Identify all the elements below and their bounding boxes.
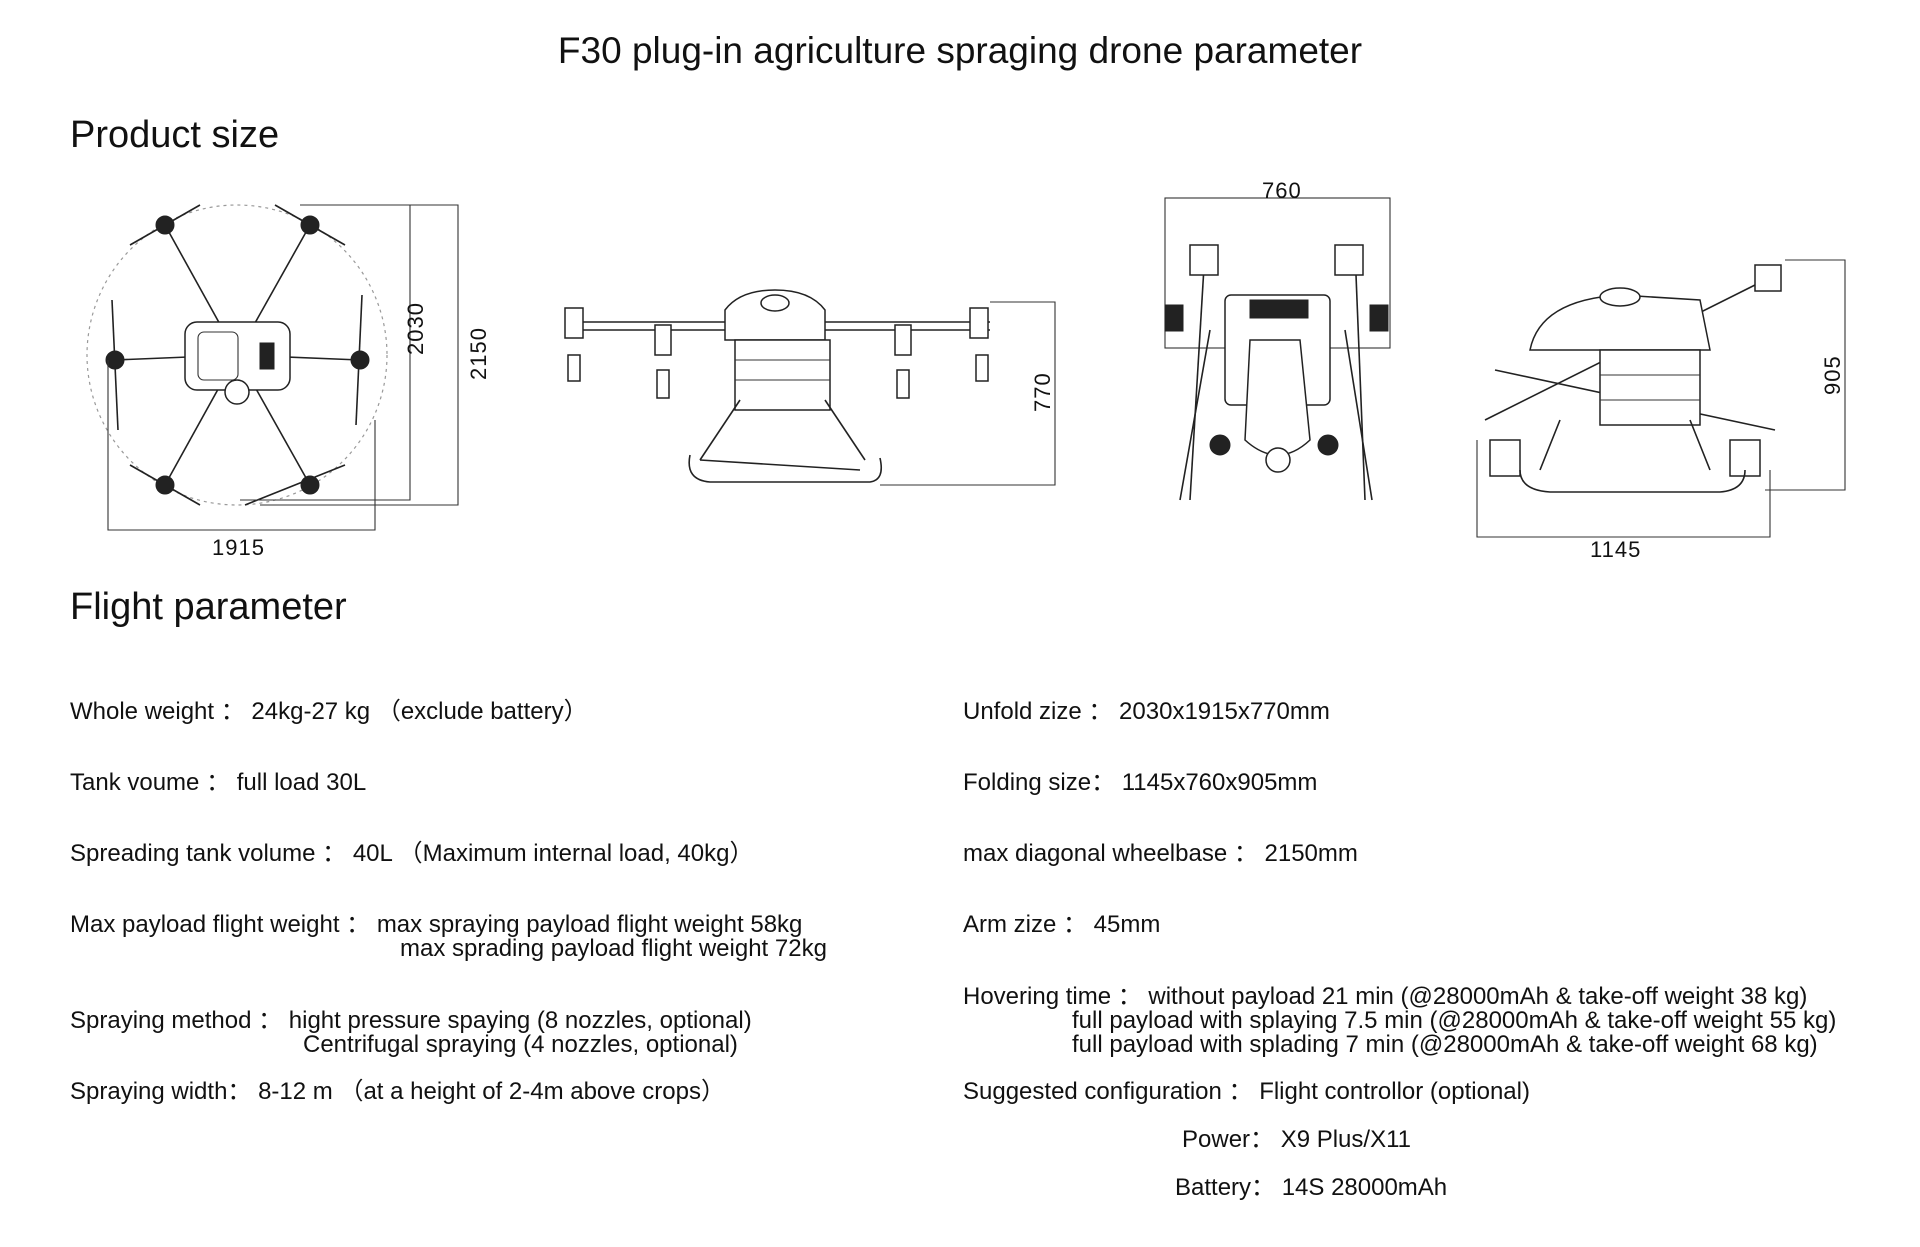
- param-suggested-config: Suggested configuration ： Flight control…: [963, 1078, 1530, 1105]
- param-hovering-line2: full payload with splaying 7.5 min (@280…: [1072, 1007, 1837, 1034]
- param-spraying-method-line2: Centrifugal spraying (4 nozzles, optiona…: [303, 1031, 738, 1058]
- param-whole-weight: Whole weight ： 24kg-27 kg （exclude batte…: [70, 698, 588, 725]
- page-title: F30 plug-in agriculture spraging drone p…: [557, 30, 1363, 71]
- param-power: Power： X9 Plus/X11: [1182, 1126, 1411, 1153]
- dimension-label-top-diagonal: 2150: [466, 327, 491, 380]
- param-folding-size: Folding size： 1145x760x905mm: [963, 769, 1318, 796]
- dimension-label-top-length: 2030: [403, 302, 428, 355]
- param-wheelbase: max diagonal wheelbase ： 2150mm: [963, 840, 1358, 867]
- param-unfold-size: Unfold zize ： 2030x1915x770mm: [963, 698, 1330, 725]
- folded-side-view-drawing: [1476, 259, 1846, 538]
- param-hovering-time: Hovering time ： without payload 21 min (…: [963, 983, 1808, 1010]
- param-spraying-width: Spraying width： 8-12 m （at a height of 2…: [70, 1078, 725, 1105]
- dimension-label-folded-length: 1145: [1590, 537, 1642, 562]
- section-heading-product-size: Product size: [70, 114, 280, 156]
- dimension-label-side-height: 770: [1030, 372, 1055, 412]
- param-tank-volume: Tank voume ： full load 30L: [70, 769, 367, 796]
- dimension-label-folded-width: 760: [1262, 178, 1302, 203]
- folded-front-view-drawing: [1164, 197, 1391, 501]
- top-view-drawing: [86, 204, 459, 531]
- param-arm-size: Arm zize ： 45mm: [963, 911, 1161, 938]
- param-battery: Battery： 14S 28000mAh: [1175, 1174, 1448, 1201]
- param-max-payload: Max payload flight weight ： max spraying…: [70, 911, 803, 938]
- side-view-drawing: [564, 289, 1056, 486]
- param-max-payload-line2: max sprading payload flight weight 72kg: [400, 935, 827, 962]
- dimension-label-top-width: 1915: [212, 535, 265, 560]
- dimension-label-folded-height: 905: [1820, 355, 1845, 395]
- section-heading-flight-parameter: Flight parameter: [70, 586, 347, 628]
- param-spreading-tank: Spreading tank volume ： 40L （Maximum int…: [70, 840, 754, 867]
- param-hovering-line3: full payload with splading 7 min (@28000…: [1072, 1031, 1818, 1058]
- param-spraying-method: Spraying method ： hight pressure spaying…: [70, 1007, 752, 1034]
- drone-drawings: [86, 197, 1846, 538]
